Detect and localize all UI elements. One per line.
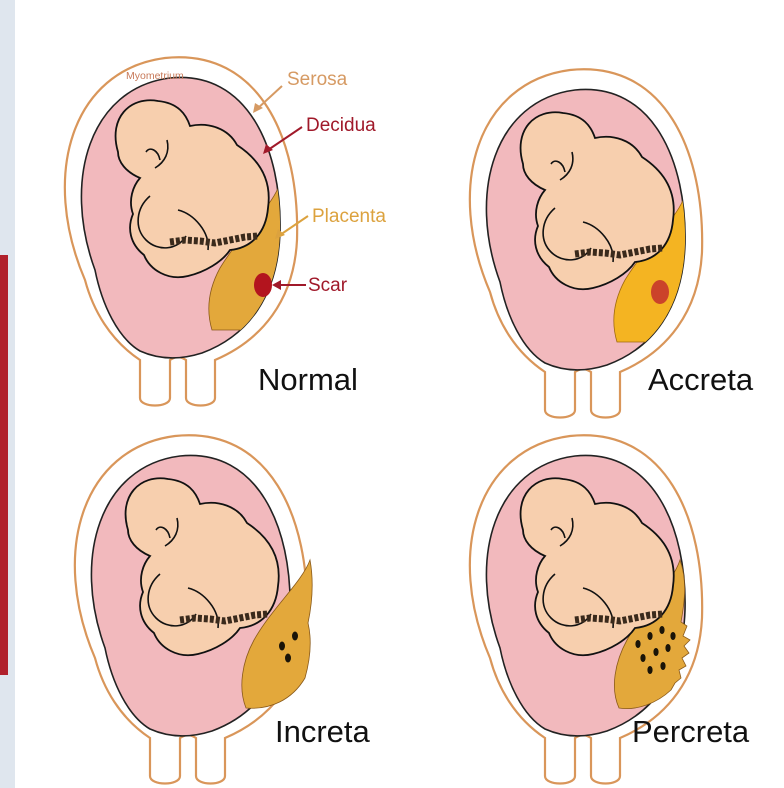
scar-mark <box>254 273 272 297</box>
caption-percreta: Percreta <box>632 714 750 749</box>
caption-accreta: Accreta <box>648 362 754 397</box>
caption-increta: Increta <box>275 714 371 749</box>
scar-mark-accreta <box>651 280 669 304</box>
label-scar: Scar <box>308 275 348 296</box>
label-decidua: Decidua <box>306 115 376 136</box>
caption-normal: Normal <box>258 362 358 397</box>
side-strip <box>0 255 8 675</box>
label-serosa: Serosa <box>287 69 348 90</box>
label-placenta: Placenta <box>312 206 386 227</box>
label-myometrium: Myometrium <box>126 70 184 82</box>
